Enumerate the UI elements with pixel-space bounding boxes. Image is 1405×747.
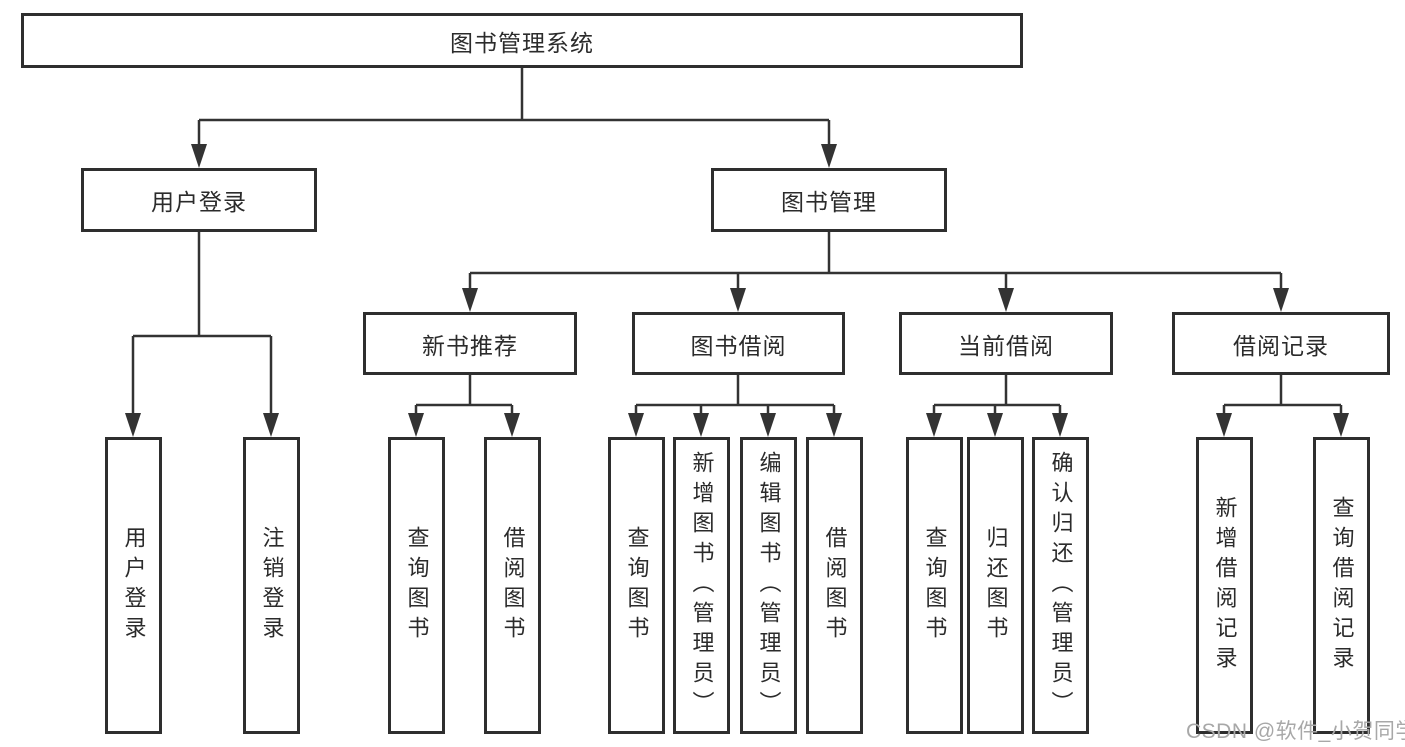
node-label: 查询图书 bbox=[922, 525, 948, 646]
node-label: 图书借阅 bbox=[690, 332, 787, 359]
node-label: 借阅图书 bbox=[822, 525, 848, 646]
node-label: 图书管理系统 bbox=[450, 29, 594, 56]
node-user-login: 用户登录 bbox=[81, 168, 317, 232]
node-book-management: 图书管理 bbox=[711, 168, 947, 232]
leaf-confirm-return-admin: 确认归还（管理员） bbox=[1032, 437, 1089, 734]
node-label: 用户登录 bbox=[121, 525, 147, 646]
leaf-query-borrow-record: 查询借阅记录 bbox=[1313, 437, 1370, 734]
node-label: 查询图书 bbox=[624, 525, 650, 646]
leaf-user-login: 用户登录 bbox=[105, 437, 162, 734]
node-label: 查询图书 bbox=[404, 525, 430, 646]
leaf-return-books: 归还图书 bbox=[967, 437, 1024, 734]
node-label: 归还图书 bbox=[983, 525, 1009, 646]
node-label: 注销登录 bbox=[259, 525, 285, 646]
leaf-logout: 注销登录 bbox=[243, 437, 300, 734]
node-label: 新增借阅记录 bbox=[1212, 495, 1238, 676]
node-current-borrowing: 当前借阅 bbox=[899, 312, 1113, 375]
leaf-add-book-admin: 新增图书（管理员） bbox=[673, 437, 730, 734]
node-label: 当前借阅 bbox=[958, 332, 1054, 359]
node-label: 用户登录 bbox=[151, 189, 247, 215]
leaf-query-books-current: 查询图书 bbox=[906, 437, 963, 734]
node-label: 借阅记录 bbox=[1233, 332, 1329, 359]
node-book-borrowing: 图书借阅 bbox=[632, 312, 845, 375]
node-label: 编辑图书（管理员） bbox=[756, 450, 782, 721]
leaf-query-books-recommend: 查询图书 bbox=[388, 437, 445, 734]
node-library-system: 图书管理系统 bbox=[21, 13, 1023, 68]
node-label: 查询借阅记录 bbox=[1329, 495, 1355, 676]
node-label: 确认归还（管理员） bbox=[1048, 450, 1074, 721]
leaf-add-borrow-record: 新增借阅记录 bbox=[1196, 437, 1253, 734]
node-label: 借阅图书 bbox=[500, 525, 526, 646]
leaf-edit-book-admin: 编辑图书（管理员） bbox=[740, 437, 797, 734]
leaf-query-books-borrowing: 查询图书 bbox=[608, 437, 665, 734]
node-label: 图书管理 bbox=[781, 189, 877, 215]
node-label: 新书推荐 bbox=[422, 332, 518, 359]
node-new-book-recommend: 新书推荐 bbox=[363, 312, 577, 375]
leaf-borrow-books-recommend: 借阅图书 bbox=[484, 437, 541, 734]
node-borrowing-records: 借阅记录 bbox=[1172, 312, 1390, 375]
leaf-borrow-books-borrowing: 借阅图书 bbox=[806, 437, 863, 734]
node-label: 新增图书（管理员） bbox=[689, 450, 715, 721]
csdn-watermark: CSDN @软件_小贺同学 bbox=[1186, 720, 1405, 743]
